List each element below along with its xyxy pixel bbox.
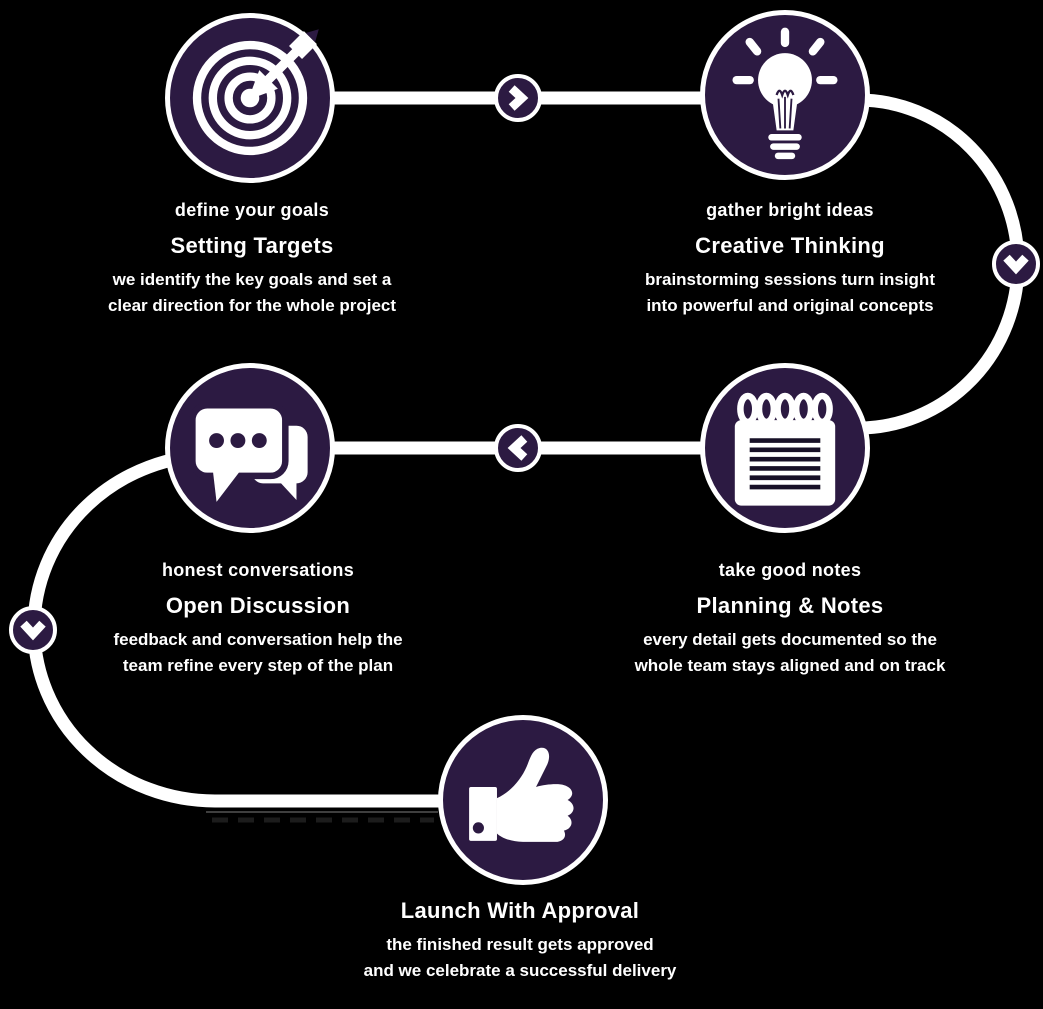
chevron-down-icon xyxy=(20,620,46,641)
step-desc-line: and we celebrate a successful delivery xyxy=(363,961,677,980)
step-circle-notes xyxy=(700,363,870,533)
step-text-discussion: honest conversations Open Discussion fee… xyxy=(58,560,458,679)
arrow-badge-top xyxy=(494,74,542,122)
step-label: take good notes xyxy=(718,560,862,580)
step-desc-line: feedback and conversation help the xyxy=(113,630,403,649)
chevron-left-icon xyxy=(507,435,528,461)
arrow-badge-right xyxy=(992,240,1040,288)
step-circle-approval xyxy=(438,715,608,885)
step-text-targets: define your goals Setting Targets we ide… xyxy=(52,200,452,319)
step-title: Setting Targets xyxy=(170,233,334,258)
step-label: define your goals xyxy=(174,200,330,220)
step-desc-line: we identify the key goals and set a xyxy=(112,270,392,289)
target-icon xyxy=(192,29,319,156)
step-title: Open Discussion xyxy=(165,593,351,618)
step-label: gather bright ideas xyxy=(706,200,874,220)
step-circle-discussion xyxy=(165,363,335,533)
step-desc-line: every detail gets documented so the xyxy=(643,630,937,649)
step-text-approval: Launch With Approval the finished result… xyxy=(320,898,720,984)
step-text-notes: take good notes Planning & Notes every d… xyxy=(590,560,990,679)
step-label: honest conversations xyxy=(161,560,355,580)
notepad-icon xyxy=(734,392,836,506)
step-desc-line: whole team stays aligned and on track xyxy=(634,656,946,675)
chat-icon xyxy=(189,401,308,502)
step-title: Launch With Approval xyxy=(400,898,640,923)
step-desc-line: team refine every step of the plan xyxy=(122,656,394,675)
chevron-right-icon xyxy=(508,85,529,111)
lightbulb-icon xyxy=(732,27,838,160)
step-title: Planning & Notes xyxy=(696,593,884,618)
step-text-ideas: gather bright ideas Creative Thinking br… xyxy=(590,200,990,319)
step-desc-line: the finished result gets approved xyxy=(386,935,654,954)
step-circle-ideas xyxy=(700,10,870,180)
step-desc-line: brainstorming sessions turn insight xyxy=(645,270,935,289)
thumbs-up-icon xyxy=(469,747,574,842)
step-circle-targets xyxy=(165,13,335,183)
arrow-badge-middle xyxy=(494,424,542,472)
chevron-down-icon xyxy=(1003,254,1029,275)
arrow-badge-left xyxy=(9,606,57,654)
step-desc-line: into powerful and original concepts xyxy=(646,296,934,315)
step-title: Creative Thinking xyxy=(695,233,885,258)
step-desc-line: clear direction for the whole project xyxy=(107,296,397,315)
